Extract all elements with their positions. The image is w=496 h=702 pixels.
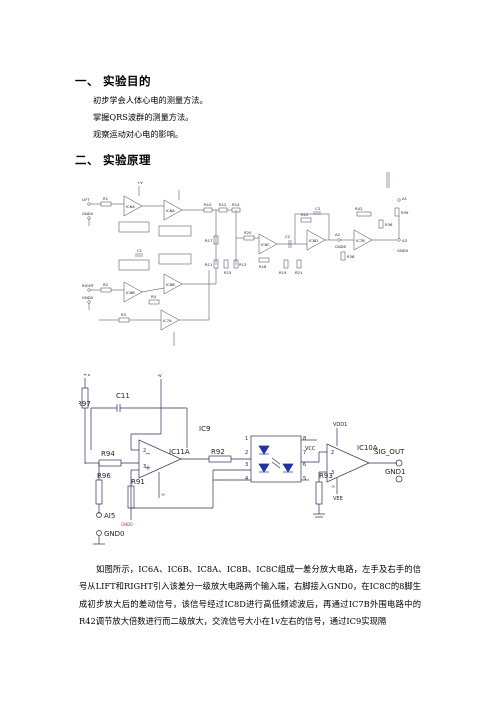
svg-text:R14: R14: [232, 202, 240, 207]
svg-text:IC8D: IC8D: [309, 238, 318, 243]
svg-text:2: 2: [331, 450, 334, 456]
svg-text:R11: R11: [205, 262, 213, 267]
svg-text:R96: R96: [97, 472, 111, 480]
svg-text:R94: R94: [101, 450, 115, 458]
svg-text:−: −: [145, 450, 151, 458]
svg-text:IC11A: IC11A: [169, 448, 190, 456]
svg-text:R18: R18: [259, 264, 267, 269]
svg-text:R17: R17: [205, 238, 213, 243]
section-title: 实验原理: [103, 153, 151, 167]
svg-text:R10: R10: [204, 202, 212, 207]
svg-text:∞: ∞: [331, 484, 335, 490]
svg-text:+V: +V: [83, 374, 91, 378]
svg-text:LIFT: LIFT: [82, 197, 90, 202]
section-heading-1: 一、实验目的: [75, 73, 151, 89]
svg-text:R22: R22: [301, 212, 309, 217]
svg-text:GND0: GND0: [121, 522, 133, 527]
svg-text:2: 2: [143, 448, 146, 454]
svg-text:5: 5: [303, 476, 306, 482]
svg-text:R93: R93: [319, 472, 333, 480]
svg-text:3: 3: [143, 464, 146, 470]
svg-text:IC7B: IC7B: [356, 238, 365, 243]
svg-text:GND0: GND0: [397, 248, 409, 253]
svg-text:R92: R92: [211, 448, 225, 456]
svg-text:C11: C11: [116, 392, 130, 400]
objective-item-1: 初步学会人体心电的测量方法。: [93, 95, 208, 105]
section-title: 实验目的: [103, 74, 151, 88]
svg-text:GND0: GND0: [82, 295, 94, 300]
svg-text:+: +: [145, 464, 151, 472]
svg-text:AI5: AI5: [104, 512, 115, 520]
svg-text:VEE: VEE: [333, 496, 343, 502]
svg-text:A3: A3: [402, 238, 408, 243]
svg-text:-V: -V: [157, 374, 163, 379]
svg-text:C3: C3: [315, 206, 321, 211]
svg-text:3: 3: [331, 470, 334, 476]
svg-text:R2: R2: [103, 282, 109, 287]
svg-text:IC10A: IC10A: [357, 444, 378, 452]
svg-text:VCC: VCC: [305, 446, 316, 452]
svg-text:8: 8: [303, 436, 306, 442]
svg-text:7: 7: [303, 450, 306, 456]
section-number: 一、: [75, 74, 99, 88]
svg-text:IC7A: IC7A: [163, 318, 172, 323]
svg-text:SIG_OUT: SIG_OUT: [374, 448, 405, 456]
svg-text:R12: R12: [219, 202, 227, 207]
principle-paragraph: 如图所示，IC6A、IC6B、IC8A、IC8B、IC8C组成一差分放大电路，左…: [79, 564, 421, 626]
svg-text:∞: ∞: [161, 492, 165, 498]
svg-text:R15: R15: [224, 270, 232, 275]
section-heading-2: 二、实验原理: [75, 152, 151, 168]
objective-item-3: 观察运动对心电的影响。: [93, 129, 184, 139]
svg-text:IC9: IC9: [199, 425, 210, 433]
svg-text:R1: R1: [103, 196, 109, 201]
svg-text:4: 4: [245, 476, 248, 482]
svg-text:GND0: GND0: [104, 530, 125, 538]
svg-text:A1: A1: [402, 196, 408, 201]
svg-text:R36: R36: [385, 222, 393, 227]
objective-item-2: 掌握QRS波群的测量方法。: [93, 112, 194, 122]
svg-text:GND0: GND0: [335, 244, 347, 249]
svg-text:6: 6: [303, 462, 306, 468]
svg-text:R21: R21: [295, 270, 303, 275]
svg-text:R39: R39: [401, 210, 409, 215]
svg-text:R91: R91: [131, 478, 145, 486]
svg-text:R3: R3: [121, 312, 127, 317]
svg-text:R19: R19: [279, 270, 287, 275]
svg-text:C2: C2: [285, 234, 291, 239]
schematic-differential-amp: LIFT GND0 RIGHT GND0 R1 R2 IC6A IC8A +V …: [79, 170, 419, 352]
svg-text:IC8B: IC8B: [166, 282, 175, 287]
svg-text:R20: R20: [244, 230, 252, 235]
svg-text:2: 2: [245, 450, 248, 456]
svg-text:IC8A: IC8A: [166, 208, 175, 213]
svg-text:R38: R38: [347, 254, 355, 259]
svg-text:+V: +V: [137, 180, 143, 185]
svg-text:GND0: GND0: [82, 211, 94, 216]
svg-text:IC6A: IC6A: [126, 204, 135, 209]
svg-text:R42: R42: [355, 206, 363, 211]
svg-text:IC6B: IC6B: [126, 290, 135, 295]
svg-text:R97: R97: [79, 400, 91, 408]
svg-text:1: 1: [245, 436, 248, 442]
svg-text:IC8C: IC8C: [261, 242, 270, 247]
svg-text:R4: R4: [151, 294, 157, 299]
svg-text:C1: C1: [137, 248, 143, 253]
svg-text:GND1: GND1: [385, 468, 406, 476]
section-number: 二、: [75, 153, 99, 167]
svg-text:RIGHT: RIGHT: [82, 283, 95, 288]
schematic-isolation-amp: +V R97 -V C11 R94 IC11A 2 3 − + ∞ R92 IC…: [79, 374, 419, 554]
svg-text:A2: A2: [335, 232, 341, 237]
svg-text:3: 3: [245, 462, 248, 468]
svg-text:VDD1: VDD1: [333, 422, 347, 428]
svg-text:R13: R13: [239, 262, 247, 267]
